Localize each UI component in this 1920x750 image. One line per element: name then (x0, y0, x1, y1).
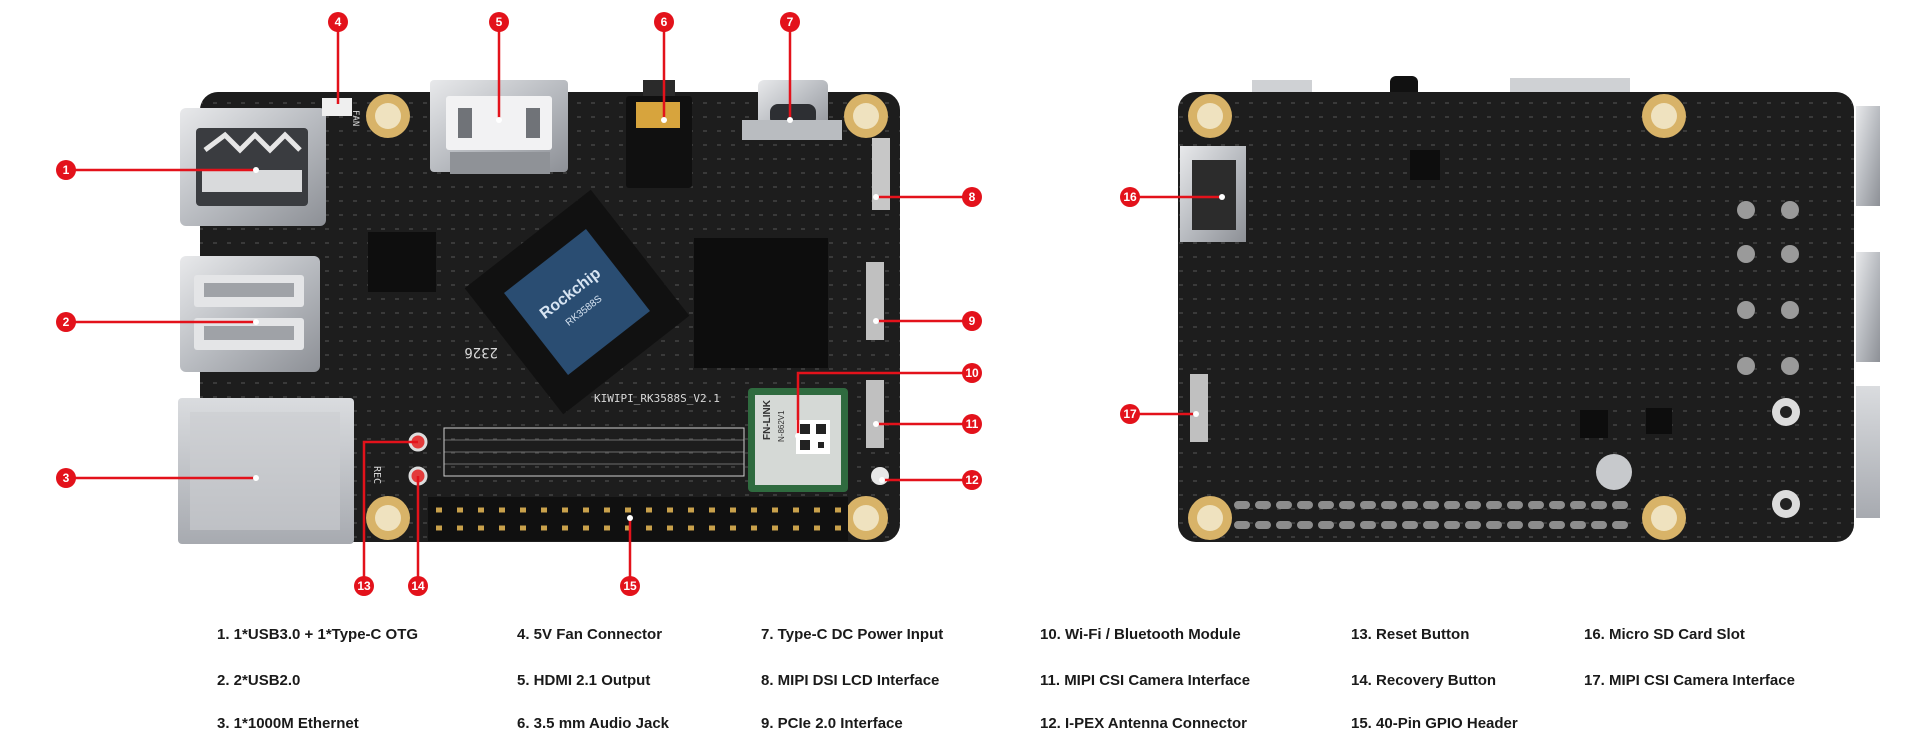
callout-1-marker (56, 160, 76, 180)
callout-5-marker (489, 12, 509, 32)
front-board: FAN Rockchip (178, 80, 900, 544)
legend-item-2: 2. 2*USB2.0 (217, 672, 301, 689)
micro-sd-slot (1180, 146, 1246, 242)
callout-line-13 (362, 440, 418, 586)
board-diagram: FAN Rockchip (56, 12, 1880, 596)
callout-3-number: 3 (63, 471, 70, 485)
callout-8-marker (962, 187, 982, 207)
callout-4-marker (328, 12, 348, 32)
ipex-connector (871, 467, 889, 485)
legend-item-16: 16. Micro SD Card Slot (1584, 626, 1745, 643)
callout-6-marker (654, 12, 674, 32)
callout-7-number: 7 (787, 15, 794, 29)
callout-3-marker (56, 468, 76, 488)
callout-8-number: 8 (969, 190, 976, 204)
legend-item-14: 14. Recovery Button (1351, 672, 1497, 689)
typec-power-port (742, 80, 842, 140)
callout-6-number: 6 (661, 15, 668, 29)
legend-item-4: 4. 5V Fan Connector (517, 626, 663, 643)
wifi-module: FN-LINK N-862V1 (748, 388, 848, 492)
board-model-silkscreen: KIWIPI_RK3588S_V2.1 (594, 392, 720, 405)
callout-5-number: 5 (496, 15, 503, 29)
audio-jack (626, 80, 692, 188)
callout-10-number: 10 (965, 366, 979, 380)
callouts: 1 2 3 4 5 6 7 8 (56, 12, 1225, 596)
callout-10-marker (962, 363, 982, 383)
legend-item-17: 17. MIPI CSI Camera Interface (1584, 672, 1795, 689)
callout-line-10 (796, 371, 972, 436)
callout-16-marker (1120, 187, 1140, 207)
wifi-brand: FN-LINK (762, 399, 773, 440)
callout-15-number: 15 (623, 579, 637, 593)
fan-connector: FAN (322, 98, 360, 126)
callout-13-number: 13 (357, 579, 371, 593)
callout-9-number: 9 (969, 314, 976, 328)
back-board (1178, 76, 1880, 542)
callout-14-number: 14 (411, 579, 425, 593)
wifi-model: N-862V1 (777, 410, 786, 442)
mipi-csi-connector (866, 380, 884, 448)
legend-item-6: 6. 3.5 mm Audio Jack (517, 715, 670, 732)
ethernet-port (178, 398, 354, 544)
callout-17-number: 17 (1123, 407, 1137, 421)
legend-item-15: 15. 40-Pin GPIO Header (1351, 715, 1518, 732)
legend-item-1: 1. 1*USB3.0 + 1*Type-C OTG (217, 626, 419, 643)
mipi-dsi-connector (872, 138, 890, 210)
callout-1-number: 1 (63, 163, 70, 177)
pcie-connector (866, 262, 884, 340)
legend-item-13: 13. Reset Button (1351, 626, 1470, 643)
callout-15-marker (620, 576, 640, 596)
callout-7-marker (780, 12, 800, 32)
usb3-port (180, 108, 326, 226)
callout-17-marker (1120, 404, 1140, 424)
legend-item-12: 12. I-PEX Antenna Connector (1040, 715, 1247, 732)
callout-2-number: 2 (63, 315, 70, 329)
back-mipi-csi-connector (1190, 374, 1208, 442)
callout-9-marker (962, 311, 982, 331)
fan-label: FAN (350, 110, 360, 126)
legend-item-11: 11. MIPI CSI Camera Interface (1040, 672, 1251, 689)
ram-chip (694, 238, 828, 368)
callout-12-marker (962, 470, 982, 490)
callout-11-number: 11 (966, 417, 979, 431)
legend: 1. 1*USB3.0 + 1*Type-C OTG 2. 2*USB2.0 3… (0, 600, 1920, 750)
callout-2-marker (56, 312, 76, 332)
callout-11-marker (962, 414, 982, 434)
callout-4-number: 4 (335, 15, 342, 29)
rec-label: REC (371, 466, 382, 484)
date-code: 2326 (464, 344, 498, 360)
callout-16-number: 16 (1123, 190, 1137, 204)
legend-item-10: 10. Wi-Fi / Bluetooth Module (1040, 626, 1241, 643)
usb2-port (180, 256, 320, 372)
callout-12-number: 12 (965, 473, 979, 487)
legend-item-9: 9. PCIe 2.0 Interface (761, 715, 903, 732)
legend-item-8: 8. MIPI DSI LCD Interface (761, 672, 940, 689)
legend-item-3: 3. 1*1000M Ethernet (217, 715, 359, 732)
callout-14-marker (408, 576, 428, 596)
gpio-header (428, 497, 848, 541)
legend-item-5: 5. HDMI 2.1 Output (517, 672, 651, 689)
legend-item-7: 7. Type-C DC Power Input (761, 626, 944, 643)
callout-13-marker (354, 576, 374, 596)
soc-chip: Rockchip RK3588S (464, 189, 690, 415)
